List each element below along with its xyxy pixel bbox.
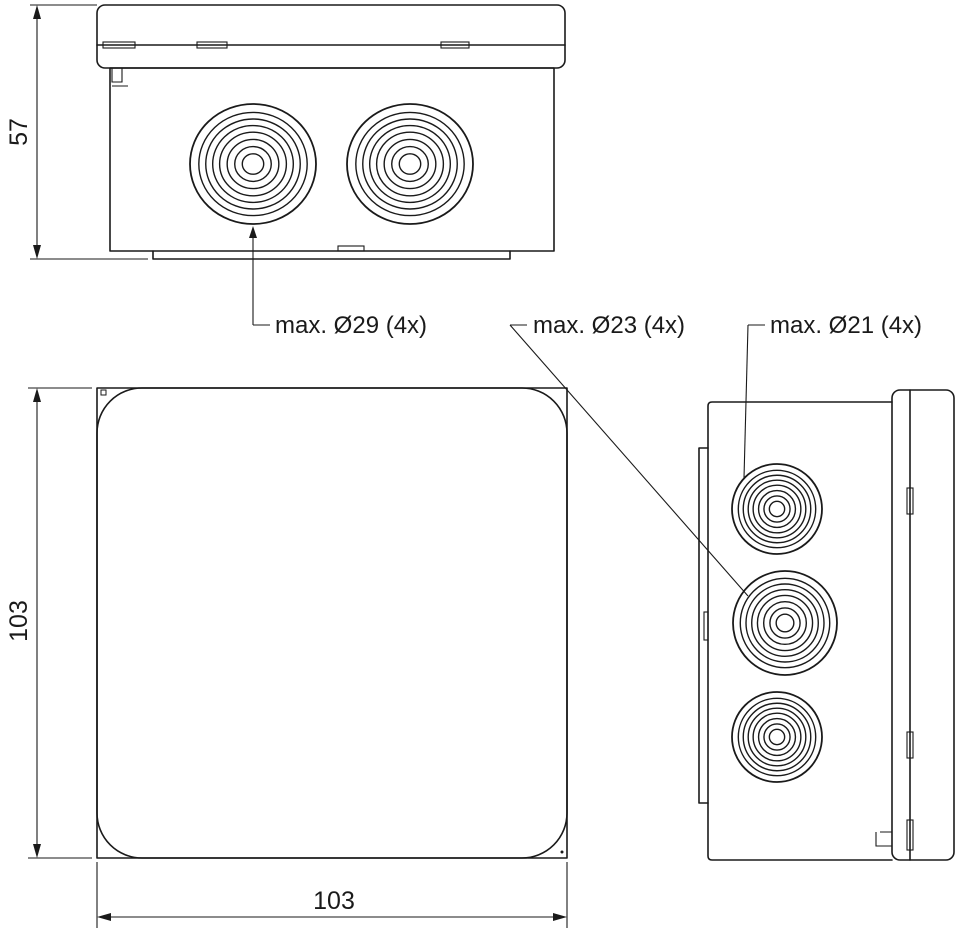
front-glands	[189, 103, 474, 225]
callout-label: max. Ø21 (4x)	[770, 312, 922, 339]
gland-ring	[739, 577, 831, 669]
gland-ring	[747, 707, 807, 767]
front-lid-clip	[440, 41, 470, 49]
side-rail	[698, 447, 709, 804]
top-corner-mark	[100, 389, 107, 396]
front-lid-clip	[102, 41, 136, 49]
dimension-text: 103	[313, 887, 355, 915]
gland-ring	[391, 145, 429, 183]
gland-ring	[241, 153, 265, 175]
gland-ring	[383, 138, 437, 190]
leader-line	[743, 324, 749, 479]
callout-gland-large: max. Ø29 (4x)	[249, 226, 427, 339]
arrow-head	[33, 844, 41, 858]
gland-ring	[756, 594, 814, 652]
arrow-head	[33, 388, 41, 402]
front-body	[109, 67, 555, 252]
gland-ring	[205, 118, 301, 210]
gland-ring	[762, 600, 808, 646]
gland-ring	[742, 702, 812, 772]
gland-ring	[751, 589, 819, 657]
top-outline	[96, 387, 568, 859]
arrow-head	[249, 226, 257, 238]
top-corner-dot	[560, 850, 564, 854]
gland-ring	[226, 138, 280, 190]
side-lid	[891, 389, 955, 861]
arrow-head	[33, 245, 41, 259]
gland-ring	[752, 712, 802, 762]
gland-ring	[732, 570, 838, 676]
dimension-text: 103	[5, 600, 33, 642]
callout-label: max. Ø29 (4x)	[275, 312, 427, 339]
gland-ring	[745, 583, 825, 663]
front-lid	[96, 4, 566, 69]
side-lid-clip	[906, 731, 914, 759]
cable-gland	[731, 691, 823, 783]
gland-ring	[737, 697, 817, 777]
cable-gland	[731, 463, 823, 555]
callout-gland-medium: max. Ø23 (4x)	[509, 312, 749, 597]
gland-ring	[757, 489, 797, 529]
cable-gland	[732, 570, 838, 676]
gland-ring	[747, 479, 807, 539]
dimension-height-top: 103	[5, 387, 92, 859]
gland-ring	[768, 728, 786, 746]
gland-ring	[189, 103, 317, 225]
gland-ring	[375, 131, 445, 197]
gland-ring	[731, 691, 823, 783]
callout-gland-small: max. Ø21 (4x)	[743, 312, 922, 479]
front-lid-clip	[196, 41, 228, 49]
top-view	[96, 387, 568, 859]
gland-ring	[368, 124, 452, 204]
gland-ring	[211, 124, 295, 204]
cable-gland	[189, 103, 317, 225]
side-lid-clip	[906, 819, 914, 851]
side-glands	[731, 463, 838, 783]
top-lid	[96, 387, 568, 859]
gland-ring	[398, 153, 422, 175]
arrow-head	[553, 913, 567, 921]
gland-ring	[218, 131, 288, 197]
front-hinge-detail	[111, 68, 128, 87]
gland-ring	[198, 111, 308, 217]
gland-ring	[768, 500, 786, 518]
gland-ring	[362, 118, 458, 210]
front-view	[96, 4, 566, 260]
gland-ring	[355, 111, 465, 217]
callout-label: max. Ø23 (4x)	[533, 312, 685, 339]
dimension-width-top: 103	[96, 862, 568, 928]
gland-ring	[234, 145, 272, 183]
dimension-height-front: 57	[5, 4, 148, 260]
leader-line	[509, 324, 749, 597]
side-hinge-detail	[875, 831, 892, 847]
arrow-head	[33, 5, 41, 19]
front-base-foot	[152, 250, 511, 260]
front-base-tab	[337, 245, 365, 252]
gland-ring	[742, 474, 812, 544]
cable-gland	[346, 103, 474, 225]
gland-ring	[737, 469, 817, 549]
gland-ring	[775, 613, 795, 633]
gland-ring	[752, 484, 802, 534]
side-rail-tab	[703, 611, 709, 641]
gland-ring	[769, 607, 801, 639]
side-lid-clip	[906, 487, 914, 515]
gland-ring	[763, 723, 791, 751]
gland-ring	[757, 717, 797, 757]
side-view	[698, 389, 955, 861]
dimension-text: 57	[5, 118, 33, 146]
gland-ring	[763, 495, 791, 523]
gland-ring	[731, 463, 823, 555]
gland-ring	[346, 103, 474, 225]
arrow-head	[97, 913, 111, 921]
